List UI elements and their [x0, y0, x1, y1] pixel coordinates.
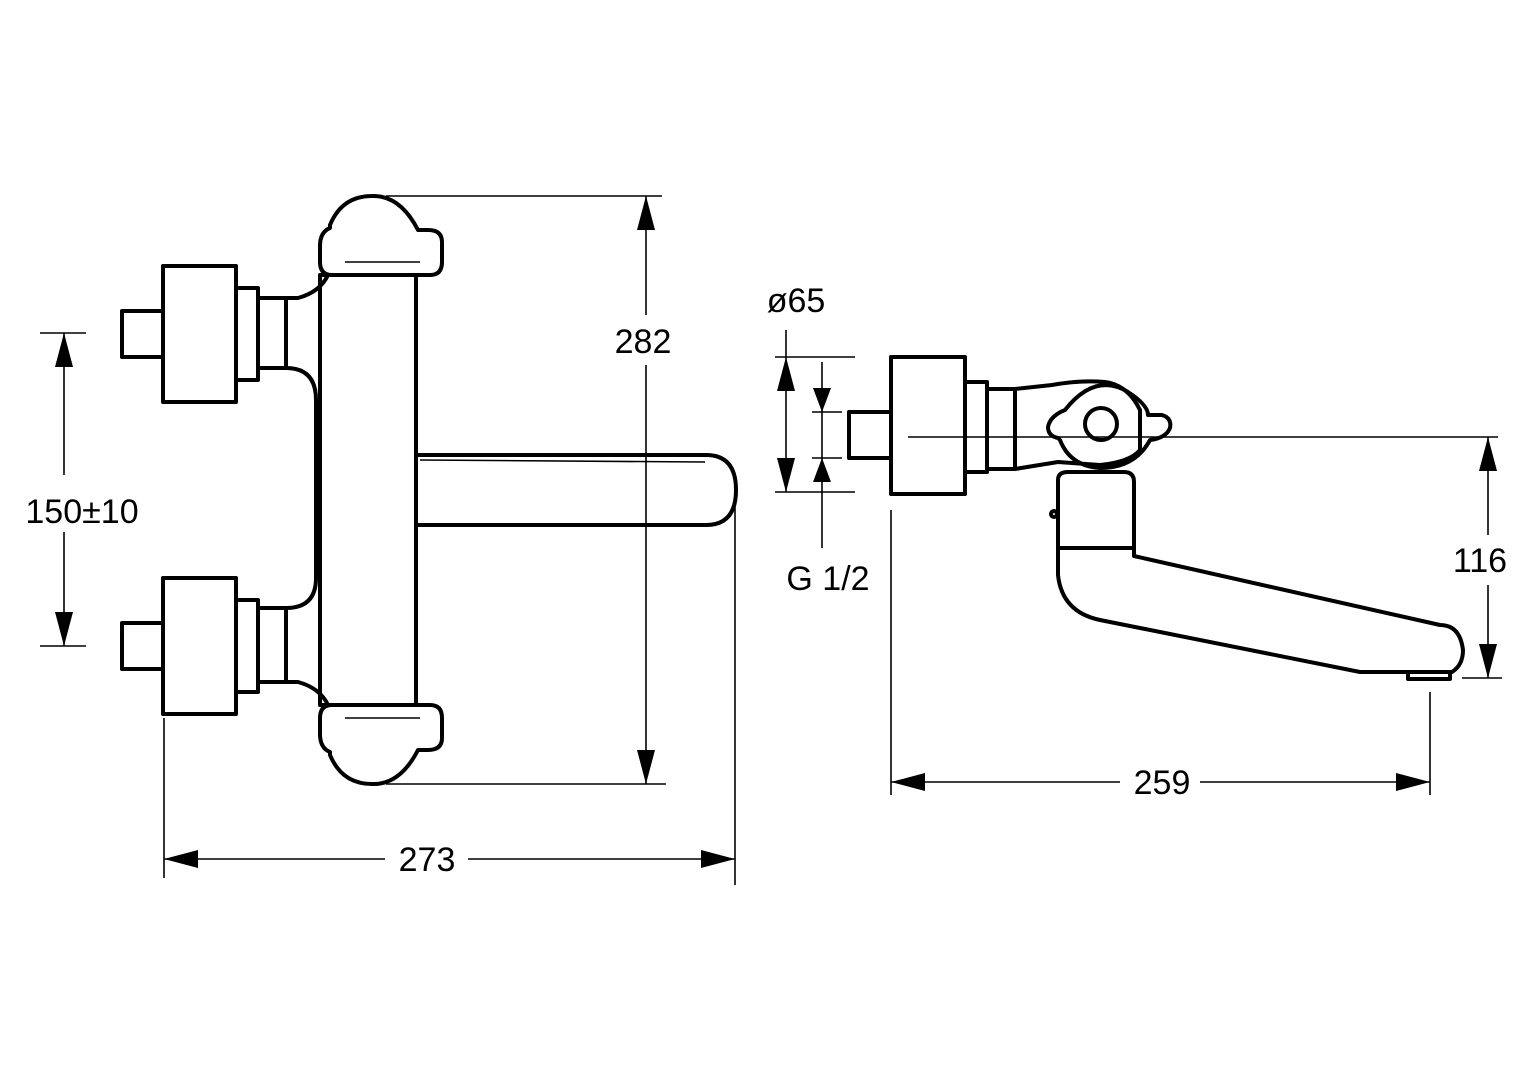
connecting-pipe — [284, 366, 318, 610]
diameter-label: ø65 — [767, 282, 826, 320]
upper-inlet-fitting — [234, 286, 260, 382]
side-inlet-union — [985, 387, 1017, 471]
bottom-control-cap — [318, 703, 444, 787]
top-control-cap — [318, 193, 444, 277]
front-view: 282 273 150±10 — [25, 193, 738, 885]
upper-inlet-union — [256, 296, 288, 370]
lower-inlet-union — [256, 606, 288, 684]
side-inlet-stub — [847, 410, 893, 460]
lower-inlet-stub — [120, 621, 165, 671]
front-spout — [414, 453, 738, 527]
outlet-height-label: 116 — [1453, 542, 1507, 580]
side-view: ø65 G 1/2 116 259 — [767, 282, 1507, 802]
side-inlet-nut — [889, 355, 967, 496]
side-spout — [1056, 546, 1465, 674]
upper-inlet-stub — [120, 309, 165, 359]
width-dimension-label: 273 — [399, 841, 456, 879]
height-dimension-label: 282 — [615, 323, 672, 361]
lower-inlet-fitting — [234, 598, 260, 694]
lower-inlet-nut — [161, 576, 238, 716]
thread-label: G 1/2 — [786, 560, 869, 598]
side-knob-center — [1083, 406, 1119, 442]
spout-aerator — [1406, 670, 1452, 681]
side-outlet-body — [1056, 470, 1136, 550]
inlet-spacing-label: 150±10 — [25, 493, 138, 531]
mixer-body — [318, 273, 418, 707]
upper-inlet-nut — [161, 264, 238, 404]
side-inlet-fitting — [963, 380, 989, 474]
projection-label: 259 — [1134, 764, 1191, 802]
side-control-knob — [1046, 383, 1173, 470]
